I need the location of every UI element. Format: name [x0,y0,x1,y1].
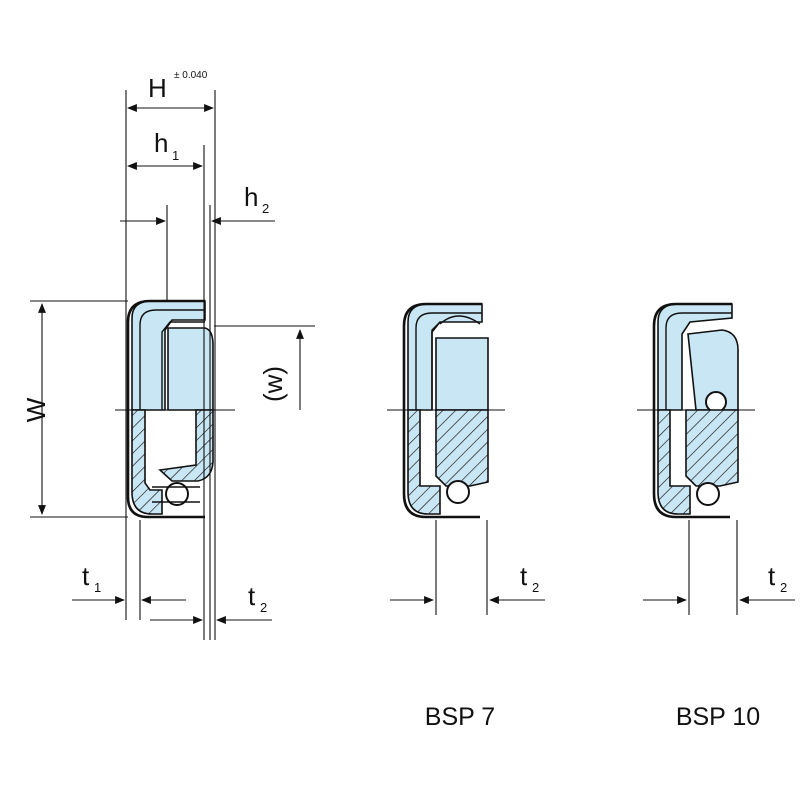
spring-circle [165,482,189,506]
seal-bsp10: t 2 BSP 10 [637,302,795,731]
seal-dimensioned: H ± 0.040 h 1 h 2 W (w) t 1 t 2 [21,70,315,640]
H-label: H [148,73,167,103]
h1-label: h [154,128,168,158]
H-tolerance: ± 0.040 [174,70,208,81]
h1-subscript: 1 [172,148,179,163]
h2-subscript: 2 [262,201,269,216]
spring-retainer [152,486,200,503]
bsp10-t2-subscript: 2 [780,580,787,595]
lower-section [131,409,163,515]
seal-bsp7: t 2 BSP 7 [387,302,545,731]
t1-label: t [82,561,90,591]
bsp10-t2-label: t [768,561,776,591]
bsp7-t2-subscript: 2 [532,580,539,595]
t2-label: t [248,581,256,611]
t2-subscript: 2 [260,600,267,615]
caption-bsp7: BSP 7 [425,703,495,731]
h2-label: h [244,182,258,212]
inner-lower [158,409,214,482]
W-label: W [21,397,51,422]
inner-lip-upper [167,327,214,411]
caption-bsp10: BSP 10 [676,703,760,731]
bsp7-t2-label: t [520,561,528,591]
w-label: (w) [258,366,288,402]
t1-subscript: 1 [94,580,101,595]
